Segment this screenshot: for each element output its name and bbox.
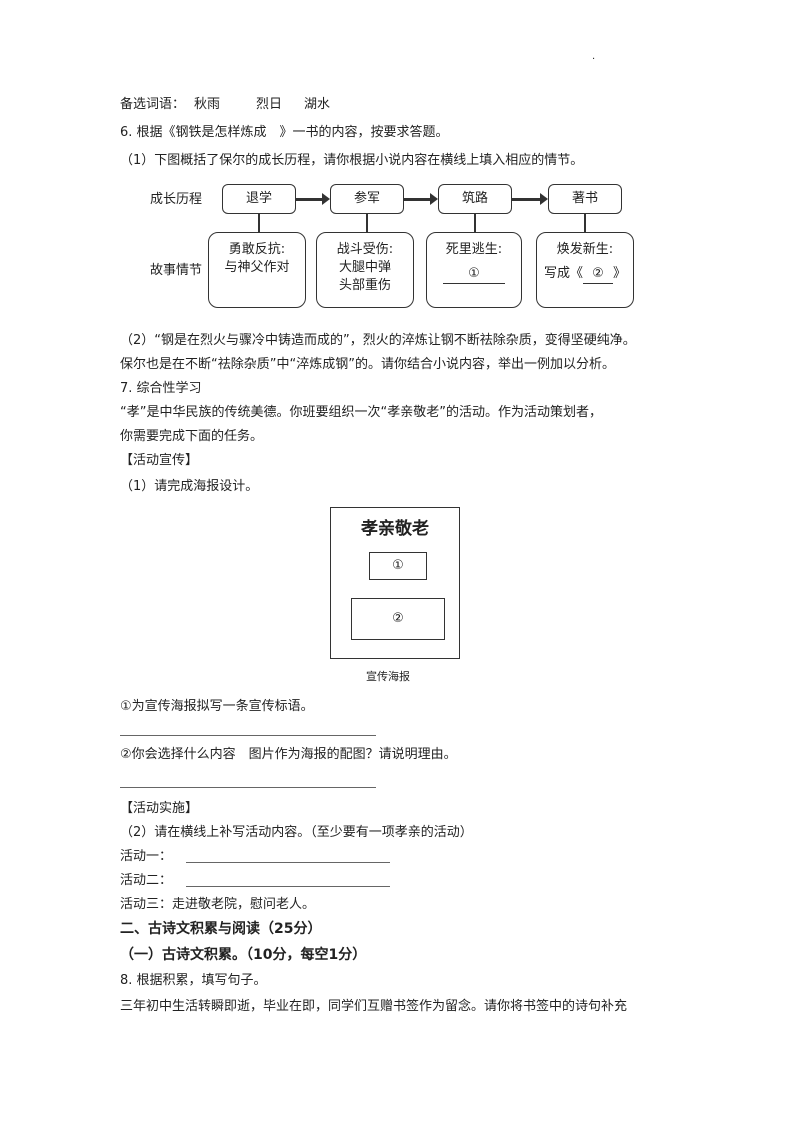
story-2-line3: 头部重伤 [338, 278, 391, 293]
activity-3: 活动三：走进敬老院，慰问老人。 [120, 897, 316, 912]
q7-item-2: ②你会选择什么内容 图片作为海报的配图？请说明理由。 [120, 747, 457, 762]
poster-slot-1: ① [369, 552, 427, 580]
q7-intro-1: “孝”是中华民族的传统美德。你班要组织一次“孝亲敬老”的活动。作为活动策划者， [120, 405, 602, 420]
answer-line-1 [120, 735, 376, 736]
candidate-word-3: 湖水 [304, 97, 331, 112]
story-1-line1: 勇敢反抗: [228, 242, 286, 257]
q6-sub1: （1）下图概括了保尔的成长历程，请你根据小说内容在横线上填入相应的情节。 [120, 153, 584, 168]
stage-box-3: 筑路 [438, 184, 512, 214]
section-publicity: 【活动宣传】 [120, 453, 199, 468]
section-implementation: 【活动实施】 [120, 801, 199, 816]
activity-1-label: 活动一： [120, 849, 173, 864]
arrow-3 [512, 198, 540, 201]
q7-title: 7. 综合性学习 [120, 381, 202, 396]
q8-text: 三年初中生活转瞬即逝，毕业在即，同学们互赠书签作为留念。请你将书签中的诗句补充 [120, 999, 628, 1014]
story-1-line2: 与神父作对 [224, 260, 290, 275]
row-label-story: 故事情节 [150, 263, 203, 278]
poster-title: 孝亲敬老 [361, 519, 429, 539]
q7-task1: （1）请完成海报设计。 [120, 479, 259, 494]
activity-1-line [186, 862, 390, 863]
connector-2 [366, 214, 368, 232]
story-3-blank: ① [443, 265, 505, 284]
arrow-1 [296, 198, 322, 201]
candidate-words-label: 备选词语： [120, 97, 186, 112]
story-4-prefix: 写成《 [543, 266, 583, 281]
story-4-line1: 焕发新生: [556, 242, 614, 257]
connector-4 [584, 214, 586, 232]
q7-intro-2: 你需要完成下面的任务。 [120, 429, 264, 444]
arrow-head-1 [322, 193, 330, 205]
stage-box-2: 参军 [330, 184, 404, 214]
connector-3 [474, 214, 476, 232]
poster-slot-2: ② [351, 598, 445, 640]
q7-item-1: ①为宣传海报拟写一条宣传标语。 [120, 699, 314, 714]
q8-title: 8. 根据积累，填写句子。 [120, 973, 267, 988]
answer-line-2 [120, 787, 376, 788]
page-mark: . [592, 51, 596, 62]
story-4-blank: ② [583, 265, 613, 284]
activity-2-label: 活动二： [120, 873, 173, 888]
q6-title: 6. 根据《钢铁是怎样炼成 》一书的内容，按要求答题。 [120, 125, 449, 140]
activity-2-line [186, 886, 390, 887]
story-2-line2: 大腿中弹 [338, 260, 391, 275]
candidate-word-2: 烈日 [256, 97, 283, 112]
arrow-2 [404, 198, 430, 201]
arrow-head-3 [540, 193, 548, 205]
q6-sub2-line2: 保尔也是在不断“祛除杂质”中“淬炼成钢”的。请你结合小说内容，举出一例加以分析。 [120, 357, 615, 372]
story-box-4: 焕发新生: 写成《②》 [536, 232, 634, 308]
poster: 孝亲敬老 ① ② [330, 507, 460, 659]
stage-box-1: 退学 [222, 184, 296, 214]
q7-task2: （2）请在横线上补写活动内容。（至少要有一项孝亲的活动） [120, 825, 473, 840]
poster-caption: 宣传海报 [366, 670, 410, 683]
story-box-2: 战斗受伤: 大腿中弹 头部重伤 [316, 232, 414, 308]
connector-1 [258, 214, 260, 232]
story-4-suffix: 》 [613, 266, 627, 281]
part2-heading: 二、古诗文积累与阅读（25分） [120, 921, 322, 937]
stage-box-4: 著书 [548, 184, 622, 214]
story-box-1: 勇敢反抗: 与神父作对 [208, 232, 306, 308]
q6-sub2-line1: （2）“钢是在烈火与骤冷中铸造而成的”，烈火的淬炼让钢不断祛除杂质，变得坚硬纯净… [120, 333, 636, 348]
story-box-3: 死里逃生: ① [426, 232, 522, 308]
row-label-growth: 成长历程 [150, 192, 203, 207]
part2-subheading: （一）古诗文积累。（10分，每空1分） [120, 947, 367, 963]
story-3-line1: 死里逃生: [445, 242, 503, 257]
candidate-word-1: 秋雨 [194, 97, 221, 112]
arrow-head-2 [430, 193, 438, 205]
story-2-line1: 战斗受伤: [336, 242, 394, 257]
